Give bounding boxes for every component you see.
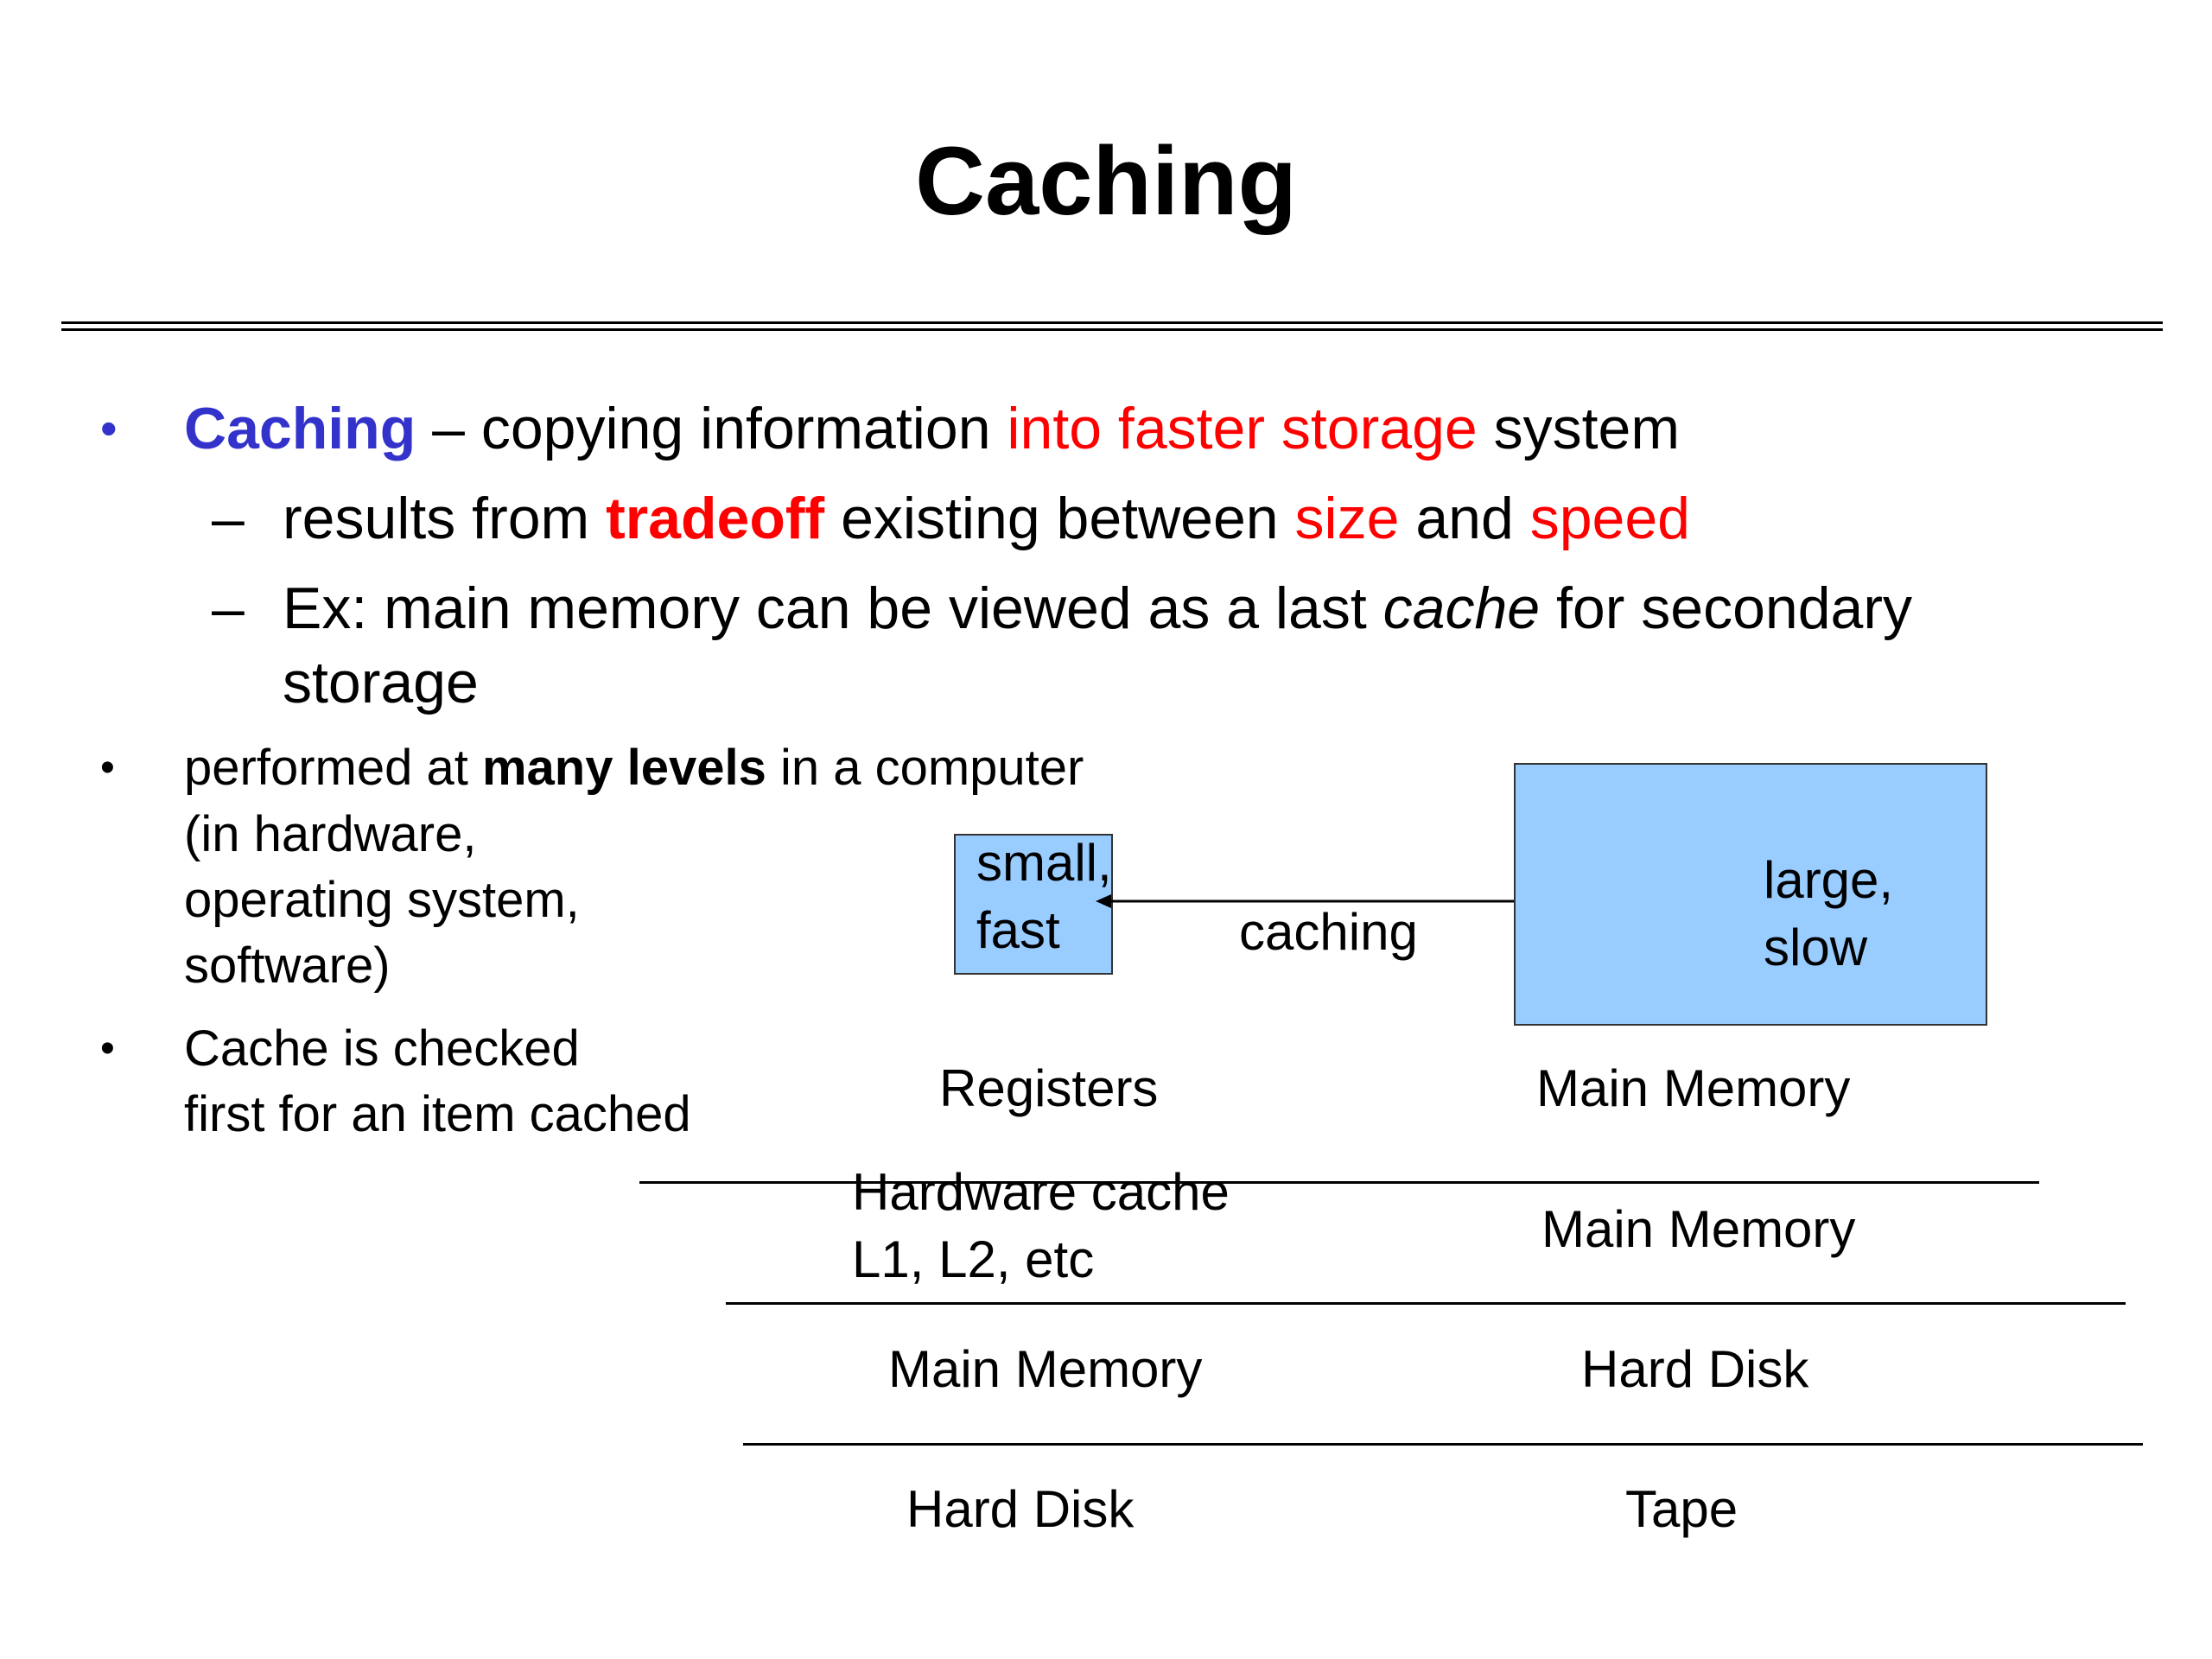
bullet-many-levels-line3: operating system, [184, 872, 580, 928]
row-divider [726, 1302, 2126, 1305]
small-fast-box [954, 834, 1113, 975]
row3-right-hard-disk: Hard Disk [1581, 1340, 1809, 1398]
slide-title: Caching [915, 127, 1297, 235]
text-run: system [1477, 396, 1680, 461]
sub-bullet-example-cont: storage [283, 650, 479, 715]
highlight-into-faster-storage: into faster storage [1007, 396, 1478, 461]
large-slow-box [1514, 763, 1987, 1026]
highlight-speed: speed [1529, 486, 1690, 551]
bullet-marker: • [100, 401, 118, 455]
row-divider [639, 1181, 2039, 1184]
text-run: existing between [824, 486, 1295, 551]
sub-bullet-dash: – [212, 486, 245, 551]
bullet-many-levels-line2: (in hardware, [184, 806, 477, 862]
row3-left-main-memory: Main Memory [888, 1340, 1203, 1398]
row1-left-registers: Registers [939, 1059, 1159, 1117]
small-box-label-line2: fast [976, 901, 1060, 959]
highlight-tradeoff: tradeoff [606, 486, 825, 551]
italic-cache: cache [1382, 575, 1541, 641]
caching-arrow [1096, 894, 1514, 908]
bullet-marker: • [100, 745, 115, 791]
caching-arrow-label: caching [1239, 903, 1418, 961]
sub-bullet-dash: – [212, 575, 245, 641]
sub-bullet-example: Ex: main memory can be viewed as a last … [283, 574, 1912, 643]
caching-term: Caching [184, 396, 416, 461]
text-run: for secondary [1540, 575, 1912, 641]
text-run: and [1399, 486, 1530, 551]
highlight-size: size [1294, 486, 1400, 551]
row2-right-main-memory: Main Memory [1541, 1200, 1856, 1258]
bullet-caching-definition: Caching – copying information into faste… [184, 394, 1680, 463]
row2-left-l1-l2: L1, L2, etc [852, 1230, 1095, 1288]
text-run: Ex: main memory can be viewed as a last [283, 575, 1383, 641]
row2-left-hardware-cache: Hardware cache [852, 1163, 1230, 1221]
sub-bullet-tradeoff: results from tradeoff existing between s… [283, 484, 1690, 553]
large-box-label-line2: slow [1764, 918, 1868, 976]
row4-right-tape: Tape [1625, 1480, 1738, 1538]
bullet-many-levels-line4: software) [184, 938, 391, 994]
bullet-cache-checked: Cache is checked [184, 1020, 580, 1077]
bold-many-levels: many levels [481, 740, 766, 796]
bullet-many-levels: performed at many levels in a computer [184, 735, 1084, 801]
text-run: in a computer [766, 740, 1084, 796]
small-box-label-line1: small, [976, 834, 1112, 892]
bullet-cache-checked-line2: first for an item cached [184, 1086, 691, 1142]
text-run: results from [283, 486, 607, 551]
title-rule-bottom [61, 328, 2163, 331]
large-box-label-line1: large, [1764, 851, 1894, 909]
title-rule-top [61, 321, 2163, 324]
row-divider [743, 1443, 2143, 1446]
row1-right-main-memory: Main Memory [1536, 1059, 1851, 1117]
row4-left-hard-disk: Hard Disk [906, 1480, 1135, 1538]
bullet-marker: • [100, 1026, 115, 1071]
text-run: performed at [184, 740, 482, 796]
text-run: – copying information [416, 396, 1007, 461]
